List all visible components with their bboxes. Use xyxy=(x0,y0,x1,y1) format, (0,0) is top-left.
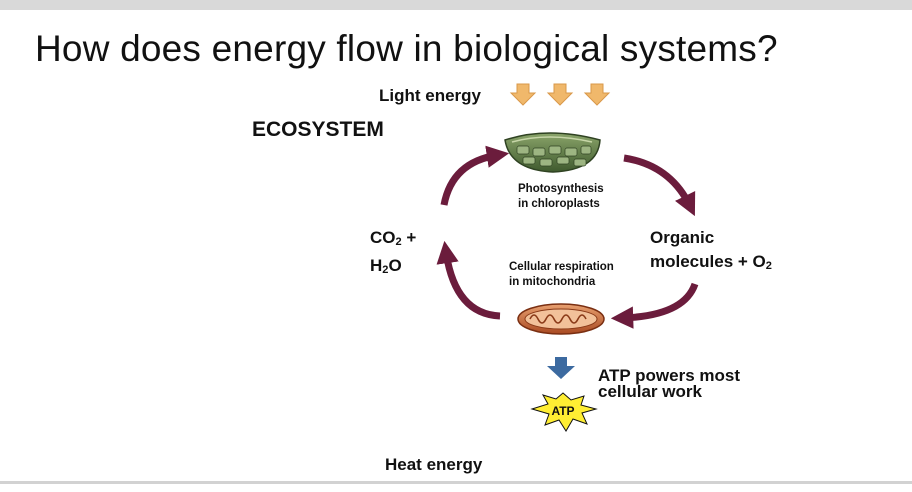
atp-line1: ATP powers most xyxy=(598,366,741,385)
down-arrow-icon xyxy=(547,357,575,379)
organic-molecules-label: Organic molecules + O2 xyxy=(650,226,772,278)
co2-h2o-label: CO2 + H2O xyxy=(370,226,416,282)
mitochondrion-icon xyxy=(517,303,605,335)
light-arrow-icon xyxy=(546,83,574,106)
cycle-arrow-icon xyxy=(623,154,696,217)
light-arrow-icon xyxy=(509,83,537,106)
top-bar xyxy=(0,0,912,10)
cycle-arrow-icon xyxy=(440,145,510,206)
organic-line1: Organic xyxy=(650,228,715,247)
light-arrow-icon xyxy=(583,83,611,106)
atp-line2: cellular work xyxy=(598,382,702,401)
cycle-arrows xyxy=(436,145,699,329)
cycle-arrow-icon xyxy=(436,240,501,320)
photosynthesis-line2: in chloroplasts xyxy=(518,198,600,210)
h2o-line: H2O xyxy=(370,254,416,282)
photosynthesis-line1: Photosynthesis xyxy=(518,183,604,195)
organic-line2-sub: 2 xyxy=(765,260,772,272)
co2-sub: 2 xyxy=(395,236,402,248)
organic-line2-text: molecules + O xyxy=(650,252,766,271)
h2o-h: H xyxy=(370,256,383,275)
bottom-divider xyxy=(0,481,912,484)
chloroplast-icon xyxy=(504,132,601,173)
respiration-line1: Cellular respiration xyxy=(509,261,614,273)
atp-star-icon: ATP xyxy=(530,392,598,432)
atp-powers-label: ATP powers most cellular work xyxy=(598,366,741,401)
heat-energy-label: Heat energy xyxy=(385,455,483,474)
h2o-sub: 2 xyxy=(382,264,389,276)
ecosystem-label: ECOSYSTEM xyxy=(252,118,384,141)
light-arrows xyxy=(509,83,611,106)
atp-badge-text: ATP xyxy=(551,404,574,418)
co2-text: CO xyxy=(370,228,396,247)
photosynthesis-label: Photosynthesis in chloroplasts xyxy=(518,182,604,212)
h2o-o: O xyxy=(388,256,402,275)
respiration-line2: in mitochondria xyxy=(509,276,596,288)
cycle-arrow-icon xyxy=(610,282,699,329)
co2-line: CO2 + xyxy=(370,226,416,254)
co2-plus: + xyxy=(401,228,417,247)
respiration-label: Cellular respiration in mitochondria xyxy=(509,260,614,290)
slide-title: How does energy flow in biological syste… xyxy=(35,28,778,69)
organic-line2: molecules + O2 xyxy=(650,250,772,278)
light-energy-label: Light energy xyxy=(379,86,482,105)
